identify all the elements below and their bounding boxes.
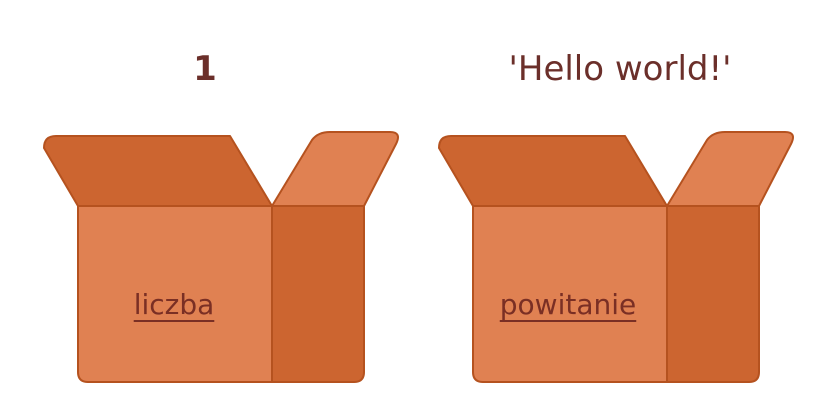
- variable-name-1: liczba: [133, 288, 215, 321]
- variable-value-1: 1: [193, 49, 217, 89]
- variable-name-2: powitanie: [499, 288, 637, 321]
- variable-box-2: powitanie: [435, 128, 815, 388]
- variable-value-2: 'Hello world!': [508, 49, 732, 89]
- variable-box-1: liczba: [40, 128, 420, 388]
- open-box-icon: [43, 131, 399, 383]
- open-box-icon: [438, 131, 794, 383]
